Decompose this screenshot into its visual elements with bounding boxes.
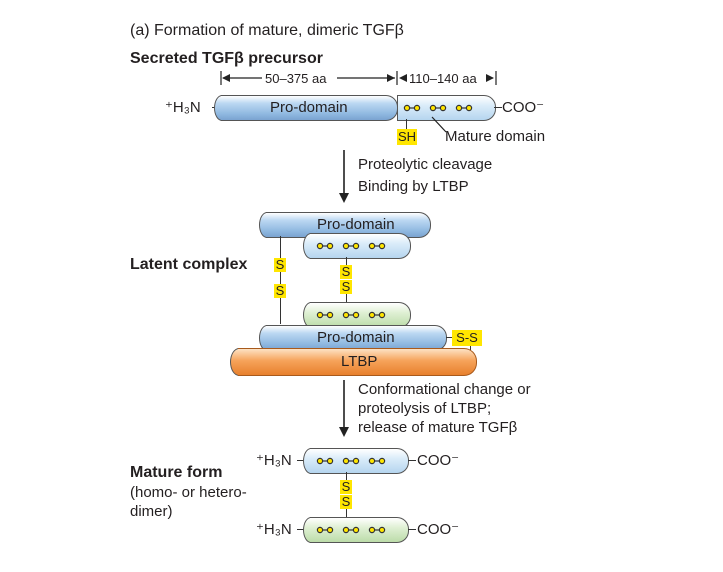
step1-line-1: Proteolytic cleavage (358, 156, 493, 173)
left-ss-s2: S (274, 283, 286, 298)
disulfide-symbols (316, 457, 386, 465)
right-ss-bond (446, 337, 452, 338)
ltbp-label: LTBP (341, 353, 378, 370)
mature-form-subtitle-2: dimer) (130, 503, 173, 520)
mid-ss-s2: S (340, 279, 352, 294)
left-ss-s1: S (274, 257, 286, 272)
mature-bottom-n-bond (297, 529, 307, 530)
mature-top-n-bond (297, 460, 307, 461)
precursor-pro-domain: Pro-domain (221, 95, 398, 121)
mature-ss-lower-line (346, 509, 347, 517)
mature-bottom-monomer (310, 517, 409, 543)
latent-complex-title: Latent complex (130, 256, 248, 273)
pro-length-label: 50–375 aa (265, 71, 327, 86)
mature-bottom-c-terminus: COO⁻ (417, 521, 460, 538)
latent-bottom-pro-label: Pro-domain (317, 329, 395, 346)
mid-ss-upper-line (346, 257, 347, 265)
precursor-title: Secreted TGFβ precursor (130, 50, 323, 67)
left-ss-lower-line (280, 298, 281, 324)
left-ss-bond (280, 272, 281, 284)
step1-line-2: Binding by LTBP (358, 178, 469, 195)
mature-form-title: Mature form (130, 464, 223, 481)
precursor-pro-domain-label: Pro-domain (270, 99, 348, 116)
mature-ss-s2: S (340, 494, 352, 509)
disulfide-symbols (403, 104, 473, 112)
ltbp-bar: LTBP (238, 348, 477, 376)
latent-bottom-pro-domain: Pro-domain (266, 325, 447, 351)
c-terminus-bond (494, 107, 502, 108)
step2-line-2: proteolysis of LTBP; (358, 400, 492, 417)
mature-length-label: 110–140 aa (409, 71, 477, 86)
mature-form-subtitle-1: (homo- or hetero- (130, 484, 247, 501)
mature-ss-upper-line (346, 472, 347, 480)
mid-ss-lower-line (346, 294, 347, 302)
figure-caption: (a) Formation of mature, dimeric TGFβ (130, 22, 404, 39)
disulfide-symbols (316, 526, 386, 534)
latent-mature-blue (310, 233, 411, 259)
latent-top-pro-label: Pro-domain (317, 216, 395, 233)
mature-ss-s1: S (340, 479, 352, 494)
mature-top-monomer (310, 448, 409, 474)
disulfide-symbols (316, 311, 386, 319)
right-ss: S-S (452, 330, 482, 346)
step2-line-1: Conformational change or (358, 381, 531, 398)
mid-ss-s1: S (340, 264, 352, 279)
disulfide-symbols (316, 242, 386, 250)
left-ss-upper-line (280, 236, 281, 258)
mature-bottom-n-terminus: ⁺H₃N (256, 521, 292, 538)
mature-bottom-c-bond (408, 529, 416, 530)
sh-group: SH (397, 129, 417, 145)
precursor-mature-domain (397, 95, 496, 121)
step2-line-3: release of mature TGFβ (358, 419, 518, 436)
mature-top-c-bond (408, 460, 416, 461)
c-terminus-label: COO⁻ (502, 99, 545, 116)
mature-top-c-terminus: COO⁻ (417, 452, 460, 469)
mature-top-n-terminus: ⁺H₃N (256, 452, 292, 469)
latent-mature-green (310, 302, 411, 328)
n-terminus-label: ⁺H₃N (165, 99, 201, 116)
sh-connector (406, 119, 407, 129)
mature-domain-label: Mature domain (445, 128, 546, 145)
